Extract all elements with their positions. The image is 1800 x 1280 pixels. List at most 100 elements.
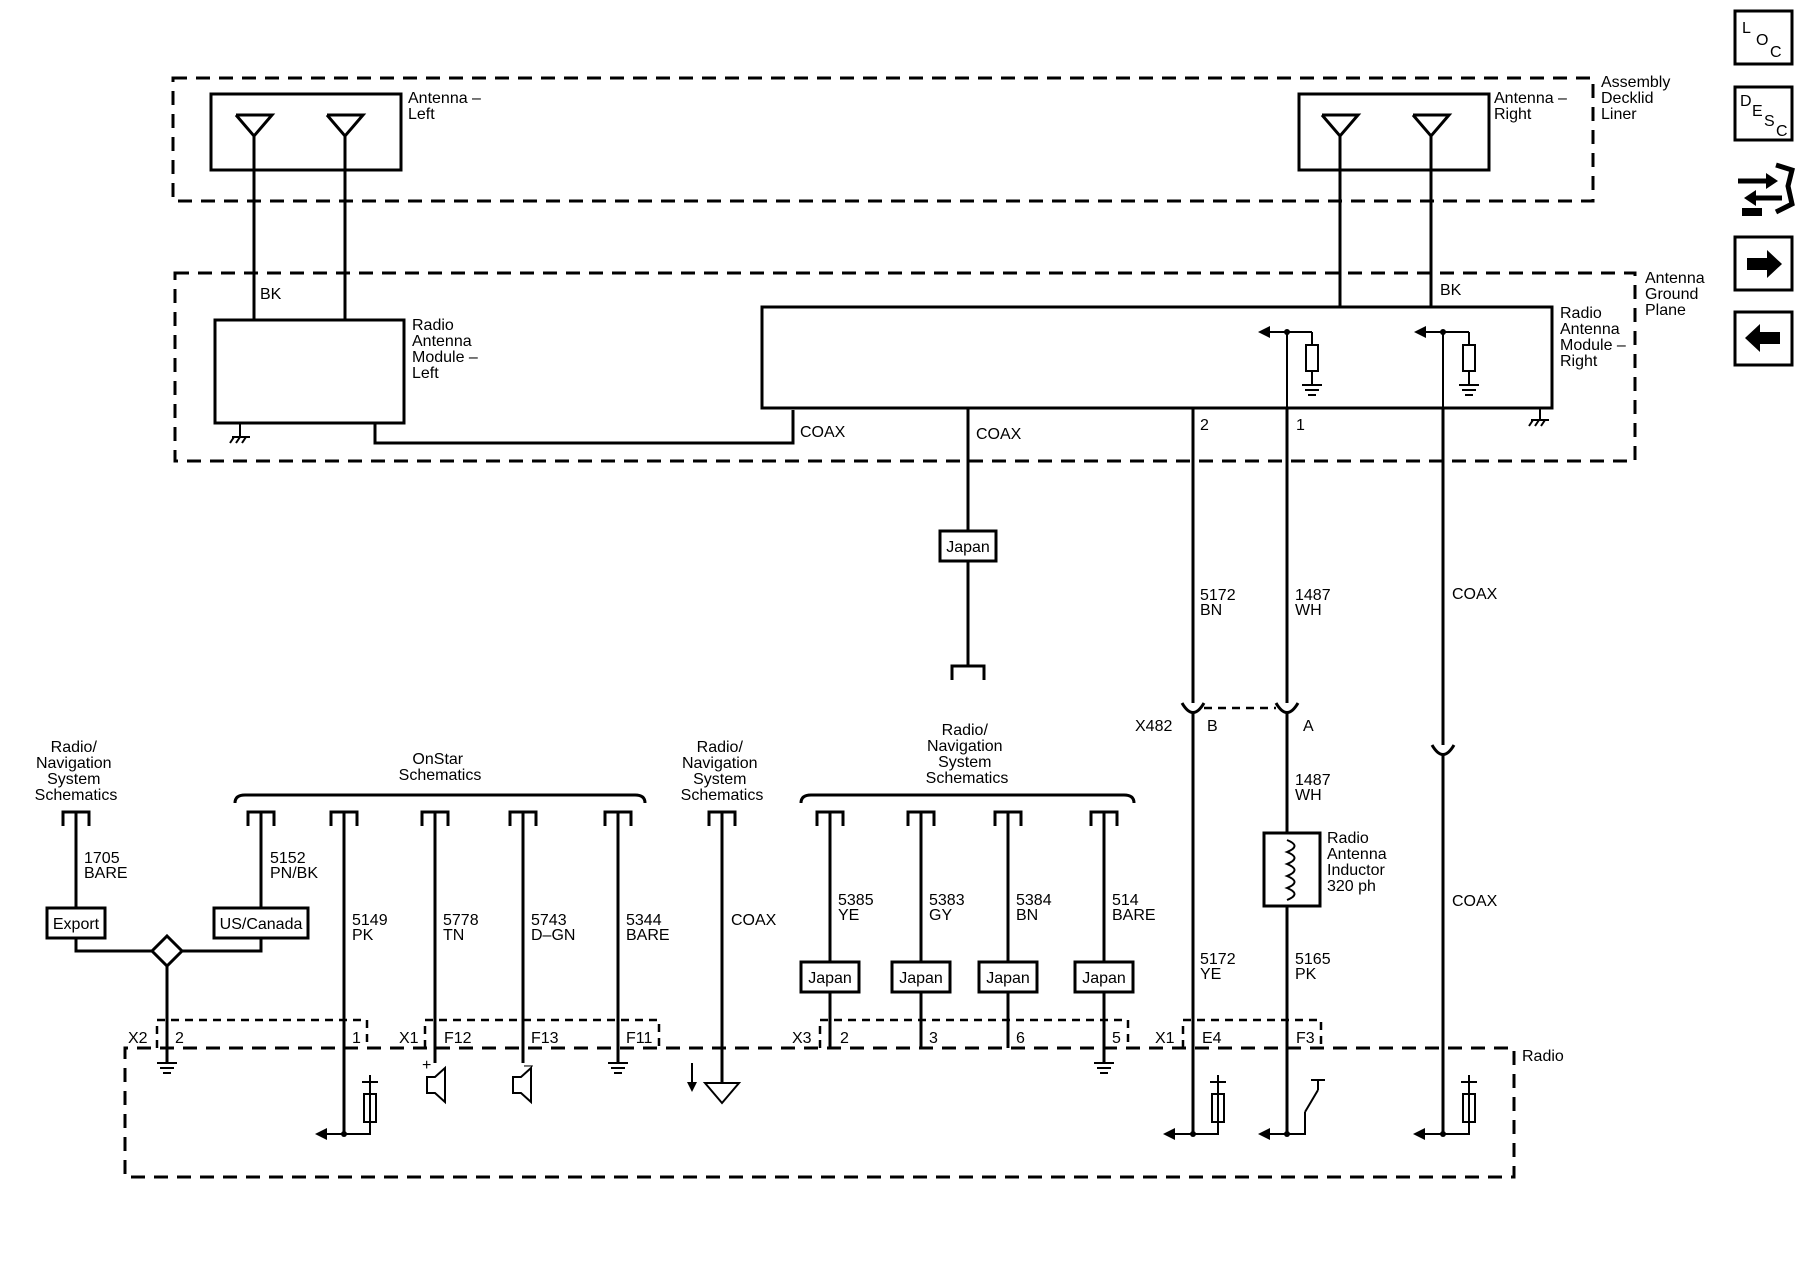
antenna-right-box	[1297, 92, 1491, 172]
wire-label-5384-bn: 5384 BN	[1016, 892, 1056, 924]
us-canada-option-label: US/Canada	[220, 916, 303, 933]
arrow-right-icon	[1747, 250, 1782, 278]
wire-label-coax-3: COAX	[1452, 586, 1498, 603]
chassis-ground-icon	[229, 423, 250, 444]
wire-label-coax-4: COAX	[1452, 893, 1498, 910]
antenna-receiver-icon	[687, 1063, 742, 1105]
wire-label-5743-dgn: 5743 D–GN	[531, 912, 575, 944]
module-left-label: Radio Antenna Module – Left	[412, 317, 482, 382]
radio-input-resistor-e4-icon	[1163, 1075, 1226, 1140]
antenna-left-element-1-icon	[234, 113, 276, 139]
next-page-button[interactable]	[1733, 235, 1794, 292]
antenna-ground-plane-boundary	[173, 271, 1637, 463]
ref-radio-nav-left: Radio/ Navigation System Schematics	[35, 739, 118, 804]
wire-label-5385-ye: 5385 YE	[838, 892, 878, 924]
connector-x3-pin-6: 6	[1016, 1030, 1025, 1047]
japan-option-label-1: Japan	[808, 970, 852, 987]
wire-label-5152-pnbk: 5152 PN/BK	[270, 850, 318, 882]
coax-left-to-right	[373, 410, 795, 445]
antenna-left-element-2-icon	[325, 113, 367, 139]
connector-x3-label: X3	[792, 1030, 812, 1047]
onstar-bracket	[233, 793, 647, 804]
module-right-chassis-ground-icon	[1528, 408, 1549, 427]
coax-connector-icon	[1430, 735, 1456, 756]
connector-x3-pin-5: 5	[1112, 1030, 1121, 1047]
antenna-right-element-1-icon	[1320, 113, 1362, 139]
previous-page-button[interactable]	[1733, 310, 1794, 367]
radio-input-resistor-coax-icon	[1413, 1075, 1477, 1140]
description-button-letter-3: S	[1764, 113, 1775, 130]
connector-x1-pin-f3: F3	[1296, 1030, 1315, 1047]
wire-label-bk-right: BK	[1440, 282, 1462, 299]
japan-option-label-2: Japan	[899, 970, 943, 987]
connector-x1-right-label: X1	[1155, 1030, 1175, 1047]
location-button[interactable]: L O C	[1733, 9, 1794, 66]
connector-x482-label: X482	[1135, 718, 1172, 735]
connector-x2-pin-2: 2	[175, 1030, 184, 1047]
wire-uscanada-to-splice	[182, 938, 263, 953]
radio-label: Radio	[1522, 1048, 1564, 1065]
location-button-letter-1: L	[1742, 20, 1751, 37]
connector-x3-pin-2: 2	[840, 1030, 849, 1047]
connector-end-view-button[interactable]	[1732, 160, 1795, 222]
japan-option-box-3	[977, 960, 1039, 994]
connector-x1-right	[1181, 1018, 1323, 1048]
japan-option-label-4: Japan	[1082, 970, 1126, 987]
connector-x3	[818, 1018, 1130, 1048]
connector-x1-pin-f12: F12	[444, 1030, 472, 1047]
japan-option-box-2	[890, 960, 952, 994]
wire-label-coax-1: COAX	[800, 424, 846, 441]
description-button-letter-4: C	[1776, 123, 1788, 140]
connector-x482-pin-b: B	[1207, 718, 1218, 735]
pin-label-module-right-2: 2	[1200, 417, 1209, 434]
connector-x1-pin-e4: E4	[1202, 1030, 1222, 1047]
radio-switch-f3-icon	[1258, 1079, 1325, 1140]
ref-onstar: OnStar Schematics	[399, 751, 482, 784]
coax-terminal-icon	[950, 664, 986, 680]
pin-label-module-right-1: 1	[1296, 417, 1305, 434]
description-button-letter-2: E	[1752, 103, 1763, 120]
japan-option-box-1	[799, 960, 861, 994]
wire-label-5172-bn: 5172 BN	[1200, 587, 1240, 619]
speaker-negative-sign: –	[524, 1057, 533, 1074]
description-button-letter-1: D	[1740, 93, 1752, 110]
splice-icon	[149, 933, 185, 969]
wire-label-coax-5: COAX	[731, 912, 777, 929]
connector-x482-b-icon	[1180, 692, 1206, 714]
connector-x482-a-icon	[1274, 692, 1300, 714]
description-button[interactable]: D E S C	[1733, 85, 1794, 142]
connector-x1-pin-f13: F13	[531, 1030, 559, 1047]
connector-x1-pin-f11: F11	[626, 1030, 652, 1047]
export-option-label: Export	[53, 916, 100, 933]
connector-x2-pin-1: 1	[352, 1030, 361, 1047]
ref-radio-nav-mid: Radio/ Navigation System Schematics	[681, 739, 764, 804]
wire-export-to-splice	[74, 938, 152, 953]
connector-x482-pin-a: A	[1303, 718, 1314, 735]
wire-label-5383-gy: 5383 GY	[929, 892, 969, 924]
wire-label-5344-bare: 5344 BARE	[626, 912, 670, 944]
location-button-letter-2: O	[1756, 32, 1768, 49]
wire-label-bk-left: BK	[260, 286, 282, 303]
decklid-liner-boundary	[171, 76, 1595, 203]
wire-label-5149-pk: 5149 PK	[352, 912, 392, 944]
speaker-positive-sign: +	[422, 1057, 431, 1074]
japan-option-label-3: Japan	[986, 970, 1030, 987]
ground-icon	[608, 1062, 628, 1074]
wire-label-514-bare: 514 BARE	[1112, 892, 1156, 924]
module-right-resistor-2-icon	[1414, 326, 1479, 408]
wire-label-1487-wh-lower: 1487 WH	[1295, 772, 1335, 804]
antenna-ground-plane-label: Antenna Ground Plane	[1645, 270, 1709, 319]
speaker-positive-icon	[426, 1065, 446, 1105]
antenna-right-label: Antenna – Right	[1494, 90, 1571, 123]
wire-label-5165-pk: 5165 PK	[1295, 951, 1335, 983]
assembly-decklid-liner-label: Assembly Decklid Liner	[1601, 74, 1675, 123]
wire-label-5778-tn: 5778 TN	[443, 912, 483, 944]
radio-antenna-module-left	[213, 318, 406, 425]
connector-x3-pin-3: 3	[929, 1030, 938, 1047]
antenna-right-element-2-icon	[1411, 113, 1453, 139]
radio-antenna-module-right	[760, 305, 1554, 410]
radio-antenna-inductor	[1262, 831, 1322, 908]
radio-input-resistor-5149-icon	[315, 1075, 378, 1140]
